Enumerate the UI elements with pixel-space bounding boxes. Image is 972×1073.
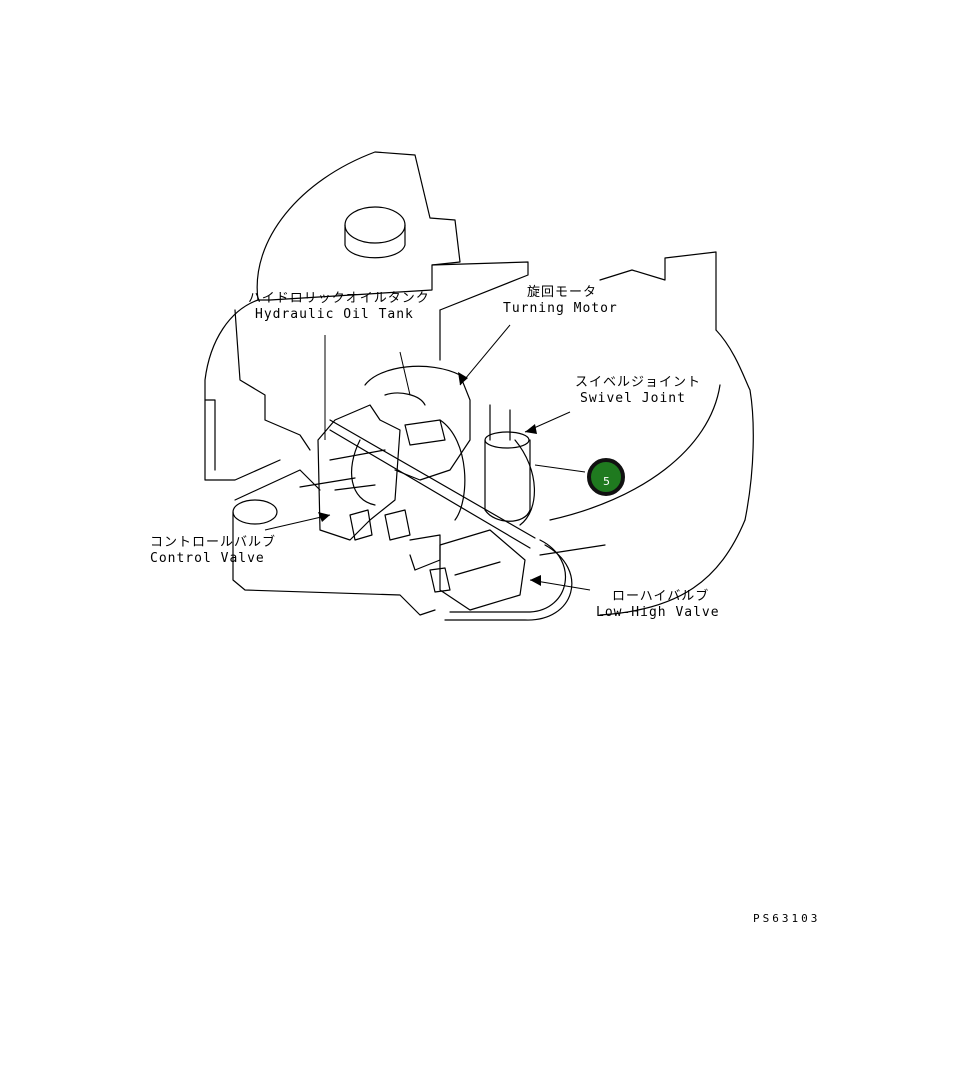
callout-badge-circle[interactable] [587,458,625,496]
label-hydraulic-oil-tank-en: Hydraulic Oil Tank [255,307,414,322]
label-swivel-joint-en: Swivel Joint [580,391,686,406]
drawing-code: PS63103 [753,912,820,925]
label-turning-motor: 旋回モータ Turning Motor [503,285,618,316]
label-turning-motor-jp: 旋回モータ [527,285,597,300]
label-control-valve: コントロールバルブ Control Valve [150,534,276,566]
label-hydraulic-oil-tank: ハイドロリックオイルタンク Hydraulic Oil Tank [248,291,430,322]
label-low-high-valve: ローハイバルブ Low-High Valve [596,588,720,620]
label-control-valve-en: Control Valve [150,551,265,566]
machine-outline [204,151,754,621]
label-turning-motor-en: Turning Motor [503,301,618,316]
label-low-high-valve-jp: ローハイバルブ [612,588,709,604]
label-control-valve-jp: コントロールバルブ [150,534,276,550]
callout-badge[interactable]: 5 [587,458,625,496]
label-hydraulic-oil-tank-jp: ハイドロリックオイルタンク [248,291,430,306]
arrowheads [318,372,541,586]
label-swivel-joint: スイベルジョイント Swivel Joint [575,375,701,406]
label-low-high-valve-en: Low-High Valve [596,605,720,620]
callout-badge-number: 5 [603,475,610,488]
leader-lines [264,324,591,591]
label-swivel-joint-jp: スイベルジョイント [575,375,701,390]
